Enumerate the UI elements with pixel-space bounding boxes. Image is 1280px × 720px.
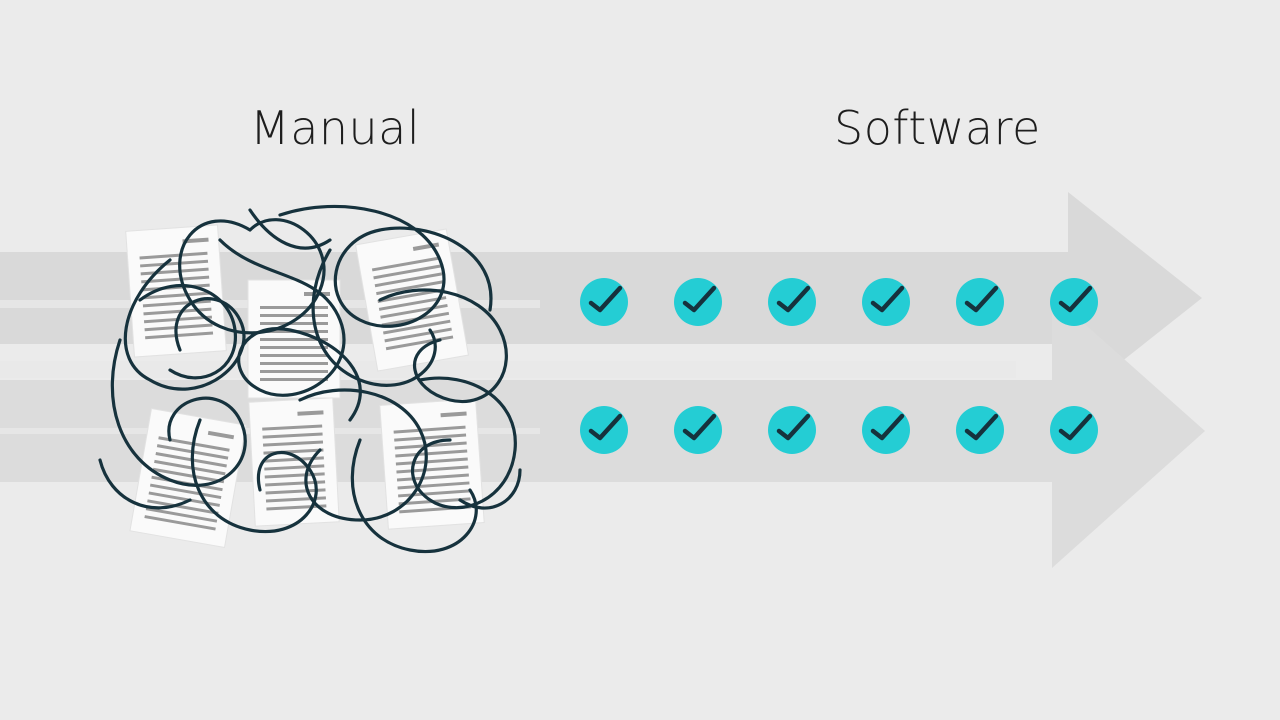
check-circle-icon (1050, 406, 1098, 454)
check-circle-icon (956, 278, 1004, 326)
check-circle-icon (768, 278, 816, 326)
check-grid (580, 278, 1098, 454)
check-circle-icon (862, 406, 910, 454)
check-circle-icon (674, 406, 722, 454)
software-heading: Software (834, 101, 1041, 155)
document-icon (355, 228, 469, 372)
tangled-line (98, 204, 522, 554)
document-icon (379, 398, 485, 530)
check-circle-icon (580, 406, 628, 454)
check-circle-icon (768, 406, 816, 454)
check-circle-icon (674, 278, 722, 326)
check-circle-icon (580, 278, 628, 326)
check-circle-icon (862, 278, 910, 326)
check-circle-icon (1050, 278, 1098, 326)
arrow-divider (0, 361, 1016, 378)
manual-heading: Manual (250, 101, 421, 155)
check-circle-icon (956, 406, 1004, 454)
document-icon (129, 408, 247, 548)
